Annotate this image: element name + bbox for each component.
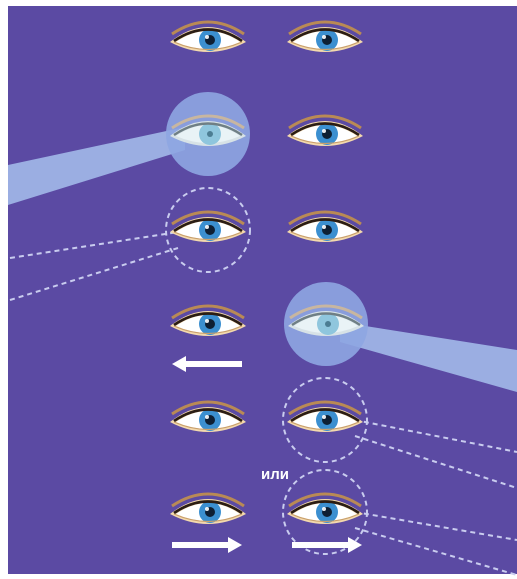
background-panel	[8, 6, 517, 574]
or-label: или	[250, 466, 300, 483]
